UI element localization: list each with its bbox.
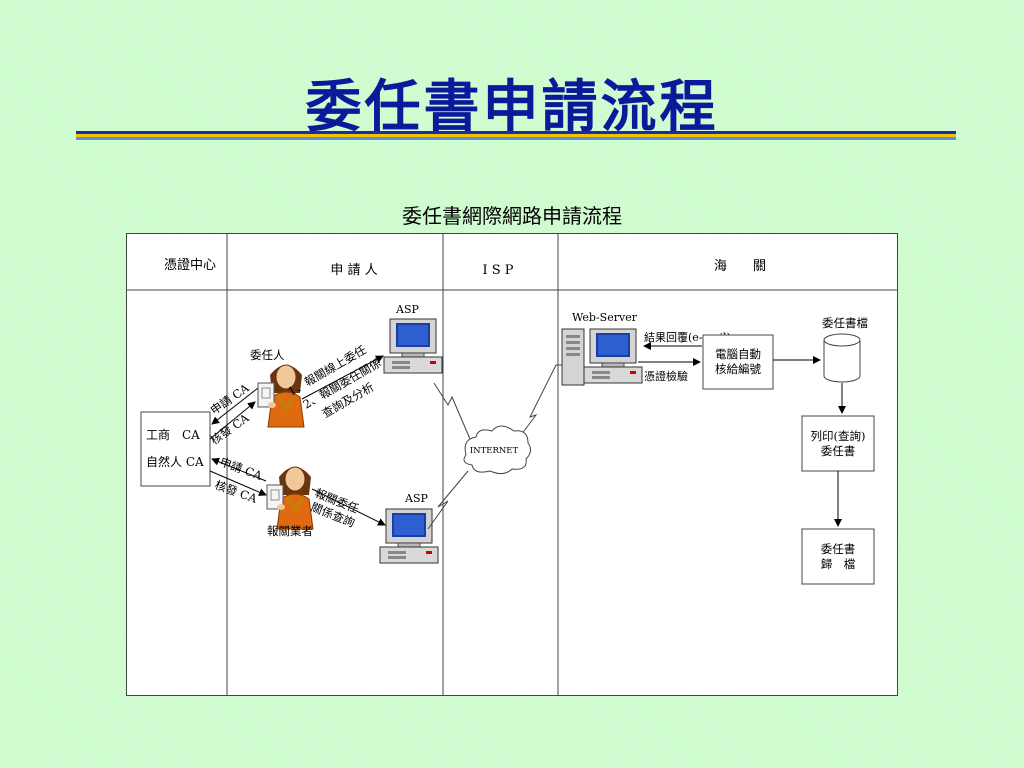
db-label: 委任書檔 (822, 316, 868, 330)
flow-diagram: 憑證中心 申 請 人 I S P 海 關 工商 CA 自然人 CA 申請 CA … (126, 233, 898, 696)
print-line1: 列印(查詢) (811, 429, 866, 443)
archive-line2: 歸 檔 (821, 557, 856, 571)
asp-label-top: ASP (395, 303, 419, 316)
asp-to-internet-link-bottom (427, 470, 469, 530)
auto-number-line1: 電腦自動 (715, 347, 761, 361)
slide-title: 委任書申請流程 (305, 74, 719, 140)
title-underline (76, 131, 956, 143)
archive-box (801, 528, 875, 585)
internet-to-server-link (517, 364, 566, 440)
cert-verify-label: 憑證檢驗 (644, 369, 688, 383)
web-server-computer-icon (583, 328, 643, 384)
print-line2: 委任書 (821, 444, 856, 458)
lane-header-isp: I S P (482, 263, 513, 278)
lane-header-customs: 海 關 (714, 259, 766, 274)
asp-to-internet-link-top (433, 382, 471, 440)
ca-box (140, 411, 211, 487)
asp-computer-icon-bottom (379, 508, 439, 564)
broker-to-asp-arrow (311, 488, 386, 526)
ca-box-business: 工商 CA (146, 427, 200, 442)
asp-computer-icon-top (383, 318, 443, 374)
internet-label: INTERNET (470, 446, 519, 456)
ca-box-natural-person: 自然人 CA (146, 454, 204, 469)
apply-ca-arrow-top (211, 387, 259, 425)
apply-ca-arrow-bottom (211, 457, 267, 482)
database-cylinder-icon (823, 333, 861, 383)
issue-ca-arrow-top (209, 401, 256, 440)
auto-number-box (702, 334, 774, 390)
auto-number-line2: 核給編號 (715, 362, 761, 376)
lane-header-ca: 憑證中心 (164, 257, 216, 273)
principal-label: 委任人 (250, 348, 285, 362)
broker-label: 報關業者 (267, 524, 313, 538)
issue-ca-arrow-bottom (209, 470, 267, 496)
principal-to-asp-arrow (301, 355, 384, 400)
asp-label-bottom: ASP (404, 492, 428, 505)
archive-line1: 委任書 (821, 542, 856, 556)
print-box (801, 415, 875, 472)
diagram-title: 委任書網際網路申請流程 (402, 204, 622, 228)
internet-cloud-icon (463, 425, 532, 475)
web-server-label: Web-Server (572, 311, 638, 324)
lane-header-applicant: 申 請 人 (330, 263, 377, 278)
